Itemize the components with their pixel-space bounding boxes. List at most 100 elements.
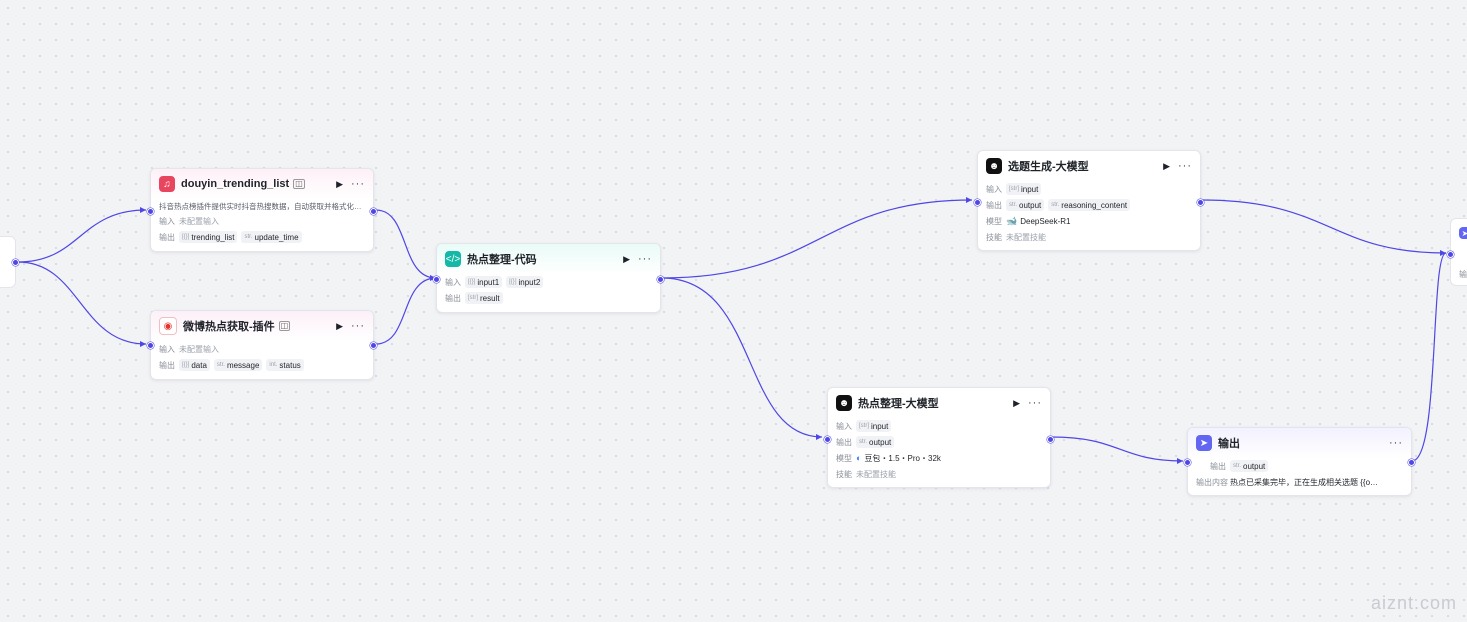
doubao-icon: ◐ — [856, 453, 862, 463]
output-port[interactable] — [370, 342, 377, 349]
node-title: douyin_trending_list — [181, 178, 290, 190]
input-port[interactable] — [147, 208, 154, 215]
model-value: 豆包・1.5・Pro・32k — [864, 453, 941, 463]
node-description: 抖音热点榜插件提供实时抖音热搜数据，自动获取并格式化当… — [159, 201, 365, 211]
output-port[interactable] — [1047, 436, 1054, 443]
arrow-end — [1440, 250, 1446, 256]
input-chip: [str]input — [856, 420, 892, 432]
output-label: 输出 — [445, 293, 461, 303]
end-node-icon: ➤ — [1459, 227, 1467, 239]
content-label: 输出内容 — [1196, 477, 1228, 487]
more-icon[interactable]: ··· — [351, 178, 365, 190]
more-icon[interactable]: ··· — [638, 253, 652, 265]
edge-start-douyin — [17, 209, 147, 263]
more-icon[interactable]: ··· — [1178, 160, 1192, 172]
arrow-output — [1177, 458, 1183, 464]
play-icon[interactable]: ▶ — [336, 178, 343, 189]
edge-code-hotllm — [661, 277, 823, 438]
output-node[interactable]: ➤ 输出 ··· 输出 str.output 输出内容 热点已采集完毕，正在生成… — [1184, 427, 1415, 496]
more-icon[interactable]: ··· — [351, 320, 365, 332]
output-chip: str.output — [856, 436, 895, 448]
output-chip: str.output — [1006, 199, 1045, 211]
skill-label: 技能 — [986, 232, 1002, 242]
douyin-plugin-node[interactable]: ♫ douyin_trending_list ◫ ▶ ··· 抖音热点榜插件提供… — [147, 168, 377, 252]
output-chip: [{}]trending_list — [179, 231, 238, 243]
node-title: 热点整理-代码 — [467, 254, 537, 266]
input-chip: [{}]input1 — [465, 276, 503, 288]
more-icon[interactable]: ··· — [1028, 397, 1042, 409]
play-icon[interactable]: ▶ — [1013, 397, 1020, 408]
model-label: 模型 — [836, 453, 852, 463]
weibo-plugin-node[interactable]: ◉ 微博热点获取-插件 ◫ ▶ ··· 输入 未配置输入 输出 [{}]data… — [147, 310, 377, 380]
end-node-partial[interactable]: ➤ 输 — [1447, 218, 1467, 286]
output-port[interactable] — [657, 276, 664, 283]
content-value: 热点已采集完毕，正在生成相关选题 {{o… — [1230, 477, 1379, 487]
output-chip: str.message — [213, 359, 263, 371]
arrow-douyin — [140, 207, 146, 213]
skill-value: 未配置技能 — [1006, 232, 1046, 242]
start-output-port[interactable] — [12, 259, 19, 266]
edge-douyin-code — [375, 209, 437, 279]
edge-output-end — [1411, 252, 1447, 462]
node-title: 微博热点获取-插件 — [183, 321, 275, 333]
input-chip: [{}]input2 — [506, 276, 544, 288]
hot-llm-node[interactable]: ☻ 热点整理-大模型 ▶ ··· 输入 [str]input 输出 str.ou… — [824, 387, 1054, 488]
skill-label: 技能 — [836, 469, 852, 479]
watermark: aiznt.com — [1370, 593, 1457, 613]
input-port[interactable] — [1184, 459, 1191, 466]
output-port[interactable] — [1408, 459, 1415, 466]
play-icon[interactable]: ▶ — [1163, 160, 1170, 171]
edge-start-weibo — [17, 261, 147, 345]
output-chip: str.update_time — [241, 231, 302, 243]
node-title: 输出 — [1218, 438, 1240, 450]
output-chip: [{}]data — [179, 359, 210, 371]
edge-hotllm-output — [1051, 436, 1184, 462]
edge-topic-end — [1201, 199, 1447, 254]
output-chip: str.output — [1230, 460, 1269, 472]
output-label: 输出 — [159, 232, 175, 242]
input-label: 输入 — [445, 277, 461, 287]
code-node[interactable]: </> 热点整理-代码 ▶ ··· 输入 [{}]input1 [{}]inpu… — [433, 243, 664, 313]
arrow-weibo — [140, 341, 146, 347]
output-icon: ➤ — [1196, 435, 1212, 451]
input-port[interactable] — [147, 342, 154, 349]
code-icon: </> — [445, 251, 461, 267]
play-icon[interactable]: ▶ — [623, 253, 630, 264]
end-node-label: 输 — [1459, 270, 1467, 279]
input-label: 输入 — [159, 216, 175, 226]
douyin-icon: ♫ — [159, 176, 175, 192]
more-icon[interactable]: ··· — [1389, 437, 1403, 449]
llm-icon: ☻ — [986, 158, 1002, 174]
deepseek-icon: 🐋 — [1006, 215, 1018, 226]
input-chip: [str]input — [1006, 183, 1042, 195]
output-chip: str.reasoning_content — [1048, 199, 1131, 211]
output-label: 输出 — [159, 360, 175, 370]
output-label: 输出 — [836, 437, 852, 447]
input-port[interactable] — [824, 436, 831, 443]
weibo-icon: ◉ — [159, 317, 177, 335]
start-node-partial[interactable] — [0, 236, 19, 288]
output-port[interactable] — [370, 208, 377, 215]
output-label: 输出 — [986, 200, 1002, 210]
topic-llm-node[interactable]: ☻ 选题生成-大模型 ▶ ··· 输入 [str]input 输出 str.ou… — [974, 150, 1204, 251]
input-value: 未配置输入 — [179, 344, 219, 354]
plugin-tag-icon: ◫ — [293, 179, 305, 189]
edge-weibo-code — [375, 277, 437, 345]
arrow-hotllm — [816, 434, 822, 440]
skill-value: 未配置技能 — [856, 469, 896, 479]
model-value: DeepSeek-R1 — [1020, 216, 1071, 226]
edge-code-topic — [661, 199, 973, 279]
output-port[interactable] — [1197, 199, 1204, 206]
input-port[interactable] — [433, 276, 440, 283]
plugin-tag-icon: ◫ — [278, 321, 291, 331]
input-port[interactable] — [974, 199, 981, 206]
arrow-topic — [966, 197, 972, 203]
output-chip: int.status — [266, 359, 304, 371]
play-icon[interactable]: ▶ — [336, 320, 343, 331]
node-title: 热点整理-大模型 — [858, 398, 939, 410]
input-label: 输入 — [159, 344, 175, 354]
input-label: 输入 — [986, 184, 1002, 194]
input-label: 输入 — [836, 421, 852, 431]
model-label: 模型 — [986, 216, 1002, 226]
end-input-port[interactable] — [1447, 251, 1454, 258]
